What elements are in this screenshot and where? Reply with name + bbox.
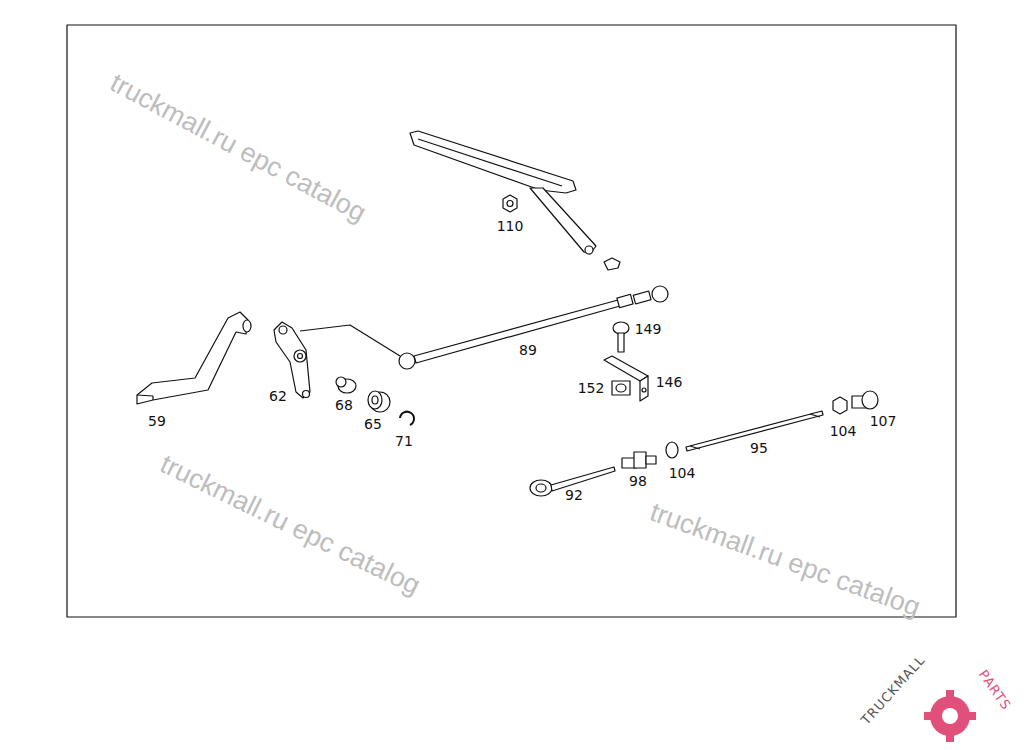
frame (67, 25, 956, 617)
watermark: truckmall.ru epc catalog (106, 69, 370, 227)
callout-number: 104 (830, 424, 857, 438)
callout-number: 65 (364, 417, 382, 431)
watermark: truckmall.ru epc catalog (646, 499, 923, 622)
bushing (336, 377, 356, 393)
callout-number: 62 (269, 389, 287, 403)
callout-number: 59 (148, 414, 166, 428)
bushing (368, 391, 390, 412)
callout-number: 149 (635, 322, 662, 336)
callout-number: 104 (669, 466, 696, 480)
watermark: truckmall.ru epc catalog (156, 450, 424, 599)
logo-text: PARTS (977, 668, 1014, 712)
clip (400, 412, 414, 425)
nut (503, 195, 517, 212)
pedal (410, 131, 620, 270)
bracket (604, 356, 648, 401)
callout-number: 71 (395, 434, 413, 448)
callout-number: 92 (565, 488, 583, 502)
callout-number: 146 (656, 375, 683, 389)
callout-number: 68 (335, 398, 353, 412)
callout-number: 110 (497, 219, 524, 233)
logo-text: TRUCKMALL (859, 653, 927, 727)
cap (852, 391, 878, 409)
callout-number: 95 (750, 441, 768, 455)
lever (274, 322, 310, 398)
bolt (613, 322, 629, 352)
callout-number: 98 (629, 474, 647, 488)
nut (666, 442, 678, 458)
bracket (137, 312, 251, 404)
adjuster (622, 452, 656, 468)
nut-hole (507, 201, 513, 207)
logo-gear (924, 690, 976, 742)
clip-nut (612, 381, 630, 395)
callout-number: 152 (578, 381, 605, 395)
nut (833, 397, 847, 414)
callout-number: 89 (519, 343, 537, 357)
callout-number: 107 (870, 414, 897, 428)
